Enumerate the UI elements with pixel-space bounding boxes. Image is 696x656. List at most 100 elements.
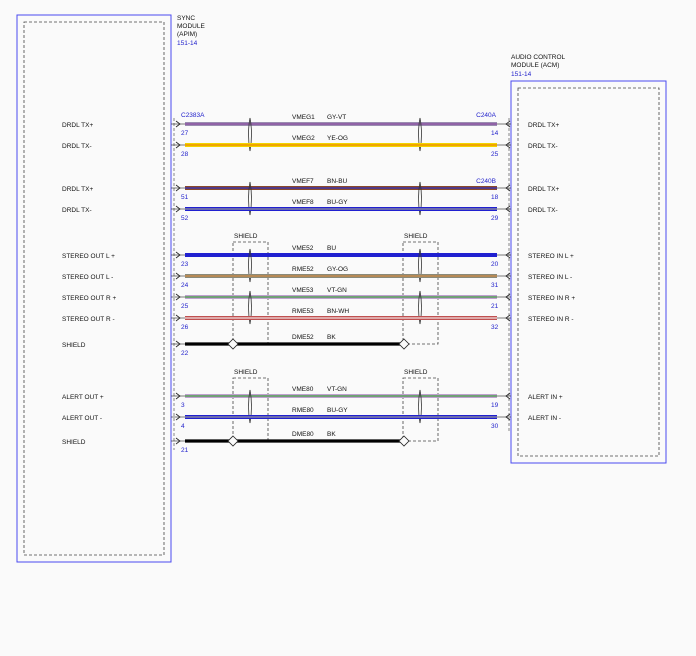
right-pin-label: ALERT IN + [528,394,563,401]
circuit-id: VMEG1 [292,114,315,121]
shield-terminal-icon [227,338,239,350]
twist-mark [418,248,421,283]
acm-outline [510,80,667,464]
right-pin-number: 14 [491,130,499,137]
shield-terminal-icon [227,435,239,447]
right-pin-number: 30 [491,423,499,430]
shield-terminal-icon [398,435,410,447]
left-pin-number: 51 [181,194,189,201]
twist-mark [249,248,252,283]
sync-module-name-3: (APIM) [177,31,197,38]
circuit-id: DME80 [292,431,314,438]
sync-connector-label: C2383A [181,112,205,119]
shield-terminal-icon [398,338,410,350]
sync-module-outline [16,14,172,563]
shield-box [232,377,269,442]
twist-mark [419,290,422,325]
left-pin-number: 22 [181,350,189,357]
left-pin-label: STEREO OUT L + [62,253,115,260]
sync-module-ref: 151-14 [177,40,198,47]
shield-label: SHIELD [234,369,258,376]
twist-mark [249,181,252,216]
right-pin-number: 19 [491,402,499,409]
twist-mark [249,290,252,325]
circuit-id: VME52 [292,245,314,252]
right-pin-label: DRDL TX+ [528,122,559,129]
right-pin-label: DRDL TX+ [528,186,559,193]
acm-connector-b: C240B [476,178,496,185]
right-pin-label: DRDL TX- [528,143,558,150]
wire-color: GY-OG [327,266,348,273]
twist-mark [248,117,251,152]
twist-mark [249,117,252,152]
left-pin-label: STEREO OUT R - [62,316,115,323]
twist-mark [248,181,251,216]
sync-module-name-2: MODULE [177,23,205,30]
sync-module: SYNC MODULE (APIM) 151-14 C2383A [16,14,205,563]
twist-mark [419,117,422,152]
right-pin-label: STEREO IN R + [528,295,575,302]
left-pin-label: STEREO OUT R + [62,295,116,302]
left-pin-label: SHIELD [62,439,86,446]
left-pin-number: 52 [181,215,189,222]
wire-color: BN-WH [327,308,349,315]
left-pin-number: 24 [181,282,189,289]
left-pin-label: STEREO OUT L - [62,274,113,281]
right-pin-label: ALERT IN - [528,415,561,422]
shield-group-stereo: SHIELD SHIELD [232,233,439,345]
shield-box [402,241,439,345]
twist-mark [248,389,251,424]
left-pin-label: DRDL TX+ [62,186,93,193]
acm-inner [517,87,660,457]
sync-module-inner [23,21,165,556]
left-pin-label: DRDL TX+ [62,122,93,129]
right-pin-number: 31 [491,282,499,289]
right-pin-label: STEREO IN L + [528,253,574,260]
left-pin-number: 28 [181,151,189,158]
twist-mark [419,248,422,283]
wire-color: VT-GN [327,287,347,294]
wire-color: GY-VT [327,114,346,121]
wire-color: BK [327,334,336,341]
wire-color: YE-OG [327,135,348,142]
right-pin-number: 29 [491,215,499,222]
left-pin-number: 21 [181,447,189,454]
twist-mark [419,389,422,424]
circuit-id: RME52 [292,266,314,273]
acm-name-2: MODULE (ACM) [511,62,559,69]
wire-color: BU-GY [327,199,348,206]
left-pin-label: DRDL TX- [62,207,92,214]
circuit-id: VMEF8 [292,199,314,206]
circuit-id: DME52 [292,334,314,341]
circuit-id: VMEF7 [292,178,314,185]
wire-color: BU [327,245,336,252]
sync-module-name-1: SYNC [177,15,195,22]
twist-mark [418,117,421,152]
right-pin-number: 25 [491,151,499,158]
circuit-id: VMEG2 [292,135,315,142]
left-pin-label: SHIELD [62,342,86,349]
right-pin-number: 32 [491,324,499,331]
shield-label: SHIELD [234,233,258,240]
twist-mark [419,181,422,216]
left-pin-label: ALERT OUT + [62,394,104,401]
right-pin-label: DRDL TX- [528,207,558,214]
circuit-id: RME53 [292,308,314,315]
right-pin-number: 20 [491,261,499,268]
right-pin-label: STEREO IN L - [528,274,572,281]
wire-color: VT-GN [327,386,347,393]
left-pin-number: 3 [181,402,185,409]
twist-mark [418,181,421,216]
left-pin-label: DRDL TX- [62,143,92,150]
twist-mark [418,389,421,424]
acm-name-1: AUDIO CONTROL [511,54,566,61]
circuit-id: VME80 [292,386,314,393]
wire-color: BK [327,431,336,438]
shield-label: SHIELD [404,233,428,240]
twist-mark [249,389,252,424]
wire-color: BN-BU [327,178,348,185]
acm-ref: 151-14 [511,71,532,78]
shield-box [402,377,439,442]
